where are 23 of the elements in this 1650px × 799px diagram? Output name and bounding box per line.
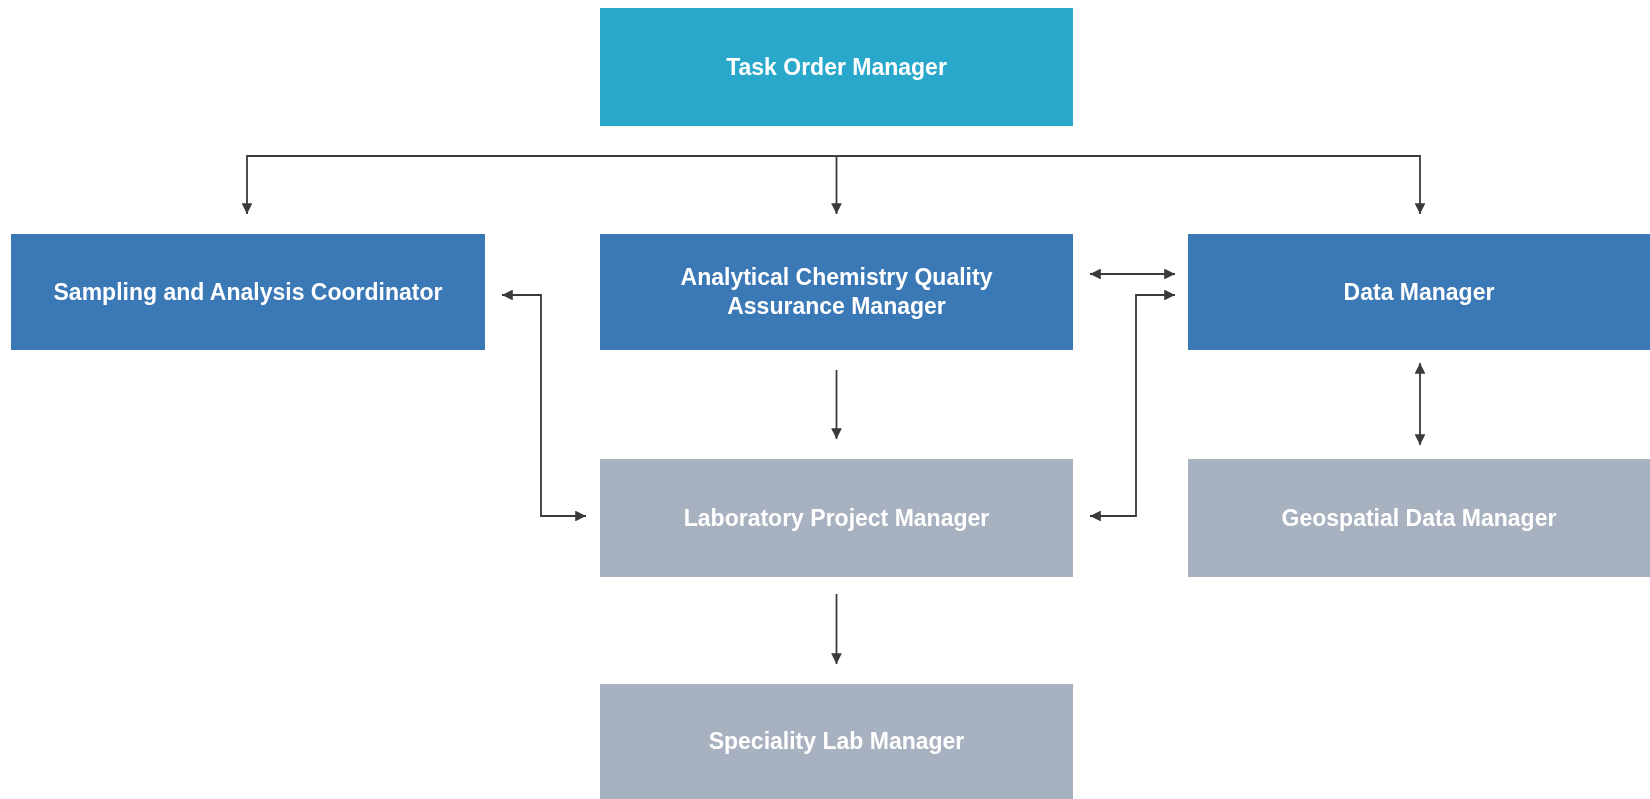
connector-arrow [1089,289,1176,522]
role-box [11,234,485,350]
connector-arrow [1414,362,1426,446]
role-title: Geospatial Data Manager [1281,503,1557,533]
connector-arrow [831,369,842,440]
role-box [1188,459,1650,577]
role-box [600,684,1073,799]
role-title: Analytical Chemistry Quality Assurance Manager [679,263,994,321]
role-title: Speciality Lab Manager [708,727,965,756]
role-title: Laboratory Project Manager [683,503,990,533]
connector-arrow [835,155,1426,215]
role-box [600,234,1073,350]
role-box [1188,234,1650,350]
role-title: Data Manager [1343,277,1495,307]
role-title: Task Order Manager [726,52,947,82]
connector-arrow [831,593,842,665]
role-box [600,8,1073,126]
connector-arrow [501,289,587,522]
connector-arrow [1089,268,1176,280]
connector-arrow [241,155,838,215]
connector-arrow [831,155,842,215]
role-box [600,459,1073,577]
role-title: Sampling and Analysis Coordinator [53,277,443,307]
